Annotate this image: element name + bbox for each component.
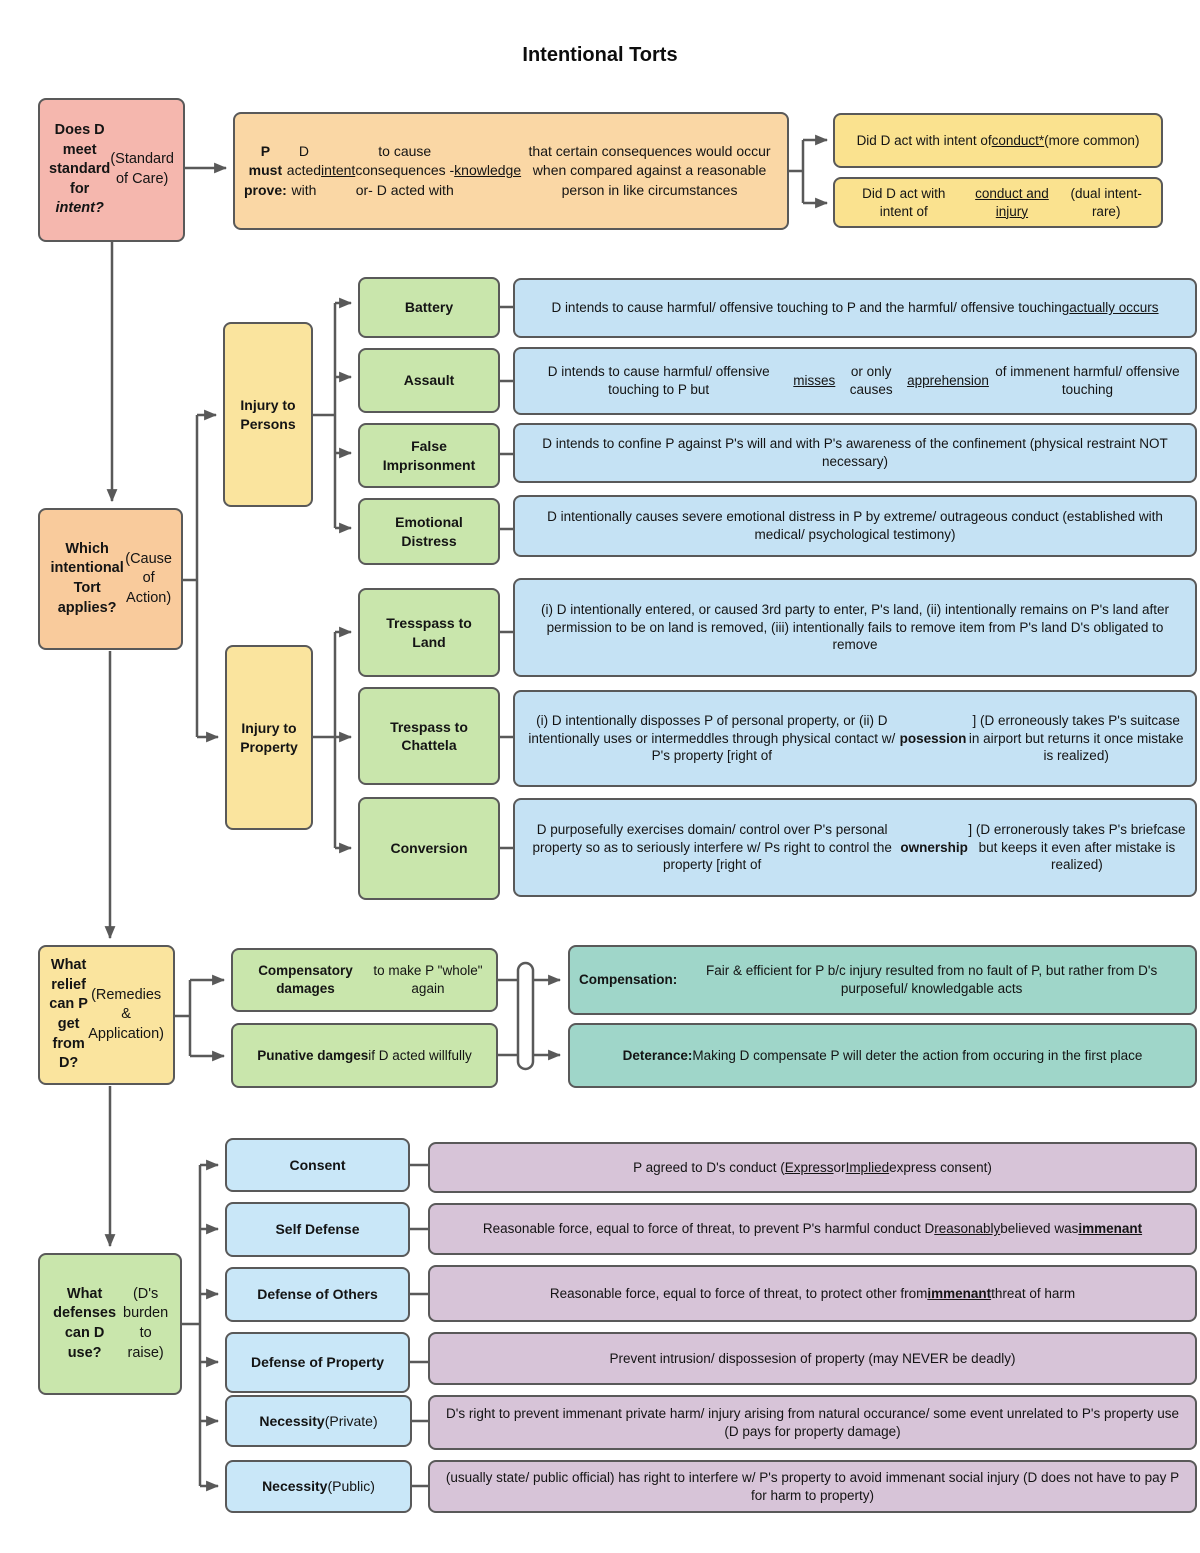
trespass-chattels-box: Trespass to Chattela xyxy=(358,687,500,785)
self-defense-rule-box: Reasonable force, equal to force of thre… xyxy=(428,1203,1197,1255)
conversion-definition-box: D purposefully exercises domain/ control… xyxy=(513,798,1197,897)
false-imprisonment-definition-box: D intends to confine P against P's will … xyxy=(513,423,1197,483)
battery-box: Battery xyxy=(358,277,500,338)
defense-property-rule-box: Prevent intrusion/ dispossesion of prope… xyxy=(428,1332,1197,1385)
assault-definition-box: D intends to cause harmful/ offensive to… xyxy=(513,347,1197,415)
necessity-private-box: Necessity (Private) xyxy=(225,1395,412,1447)
compensatory-damages-box: Compensatory damages to make P "whole" a… xyxy=(231,948,498,1012)
defense-property-box: Defense of Property xyxy=(225,1332,410,1393)
intent-dual-box: Did D act with intent of conduct and inj… xyxy=(833,177,1163,228)
consent-rule-box: P agreed to D's conduct (Express or Impl… xyxy=(428,1142,1197,1193)
trespass-chattels-definition-box: (i) D intentionally disposses P of perso… xyxy=(513,690,1197,787)
defenses-question-box: What defenses can D use? (D's burden to … xyxy=(38,1253,182,1395)
assault-box: Assault xyxy=(358,348,500,413)
emotional-distress-definition-box: D intentionally causes severe emotional … xyxy=(513,495,1197,557)
necessity-private-rule-box: D's right to prevent immenant private ha… xyxy=(428,1395,1197,1450)
conversion-box: Conversion xyxy=(358,797,500,900)
page-title: Intentional Torts xyxy=(522,44,678,66)
intent-conduct-box: Did D act with intent of conduct* (more … xyxy=(833,113,1163,168)
injury-property-box: Injury to Property xyxy=(225,645,313,830)
false-imprisonment-box: False Imprisonment xyxy=(358,423,500,488)
defense-others-box: Defense of Others xyxy=(225,1267,410,1322)
tort-question-box: Which intentional Tort applies? (Cause o… xyxy=(38,508,183,650)
defense-others-rule-box: Reasonable force, equal to force of thre… xyxy=(428,1265,1197,1322)
self-defense-box: Self Defense xyxy=(225,1202,410,1257)
battery-definition-box: D intends to cause harmful/ offensive to… xyxy=(513,278,1197,338)
punitive-damages-box: Punative damges if D acted willfully xyxy=(231,1023,498,1088)
compensation-rationale-box: Compensation: Fair & efficient for P b/c… xyxy=(568,945,1197,1015)
consent-box: Consent xyxy=(225,1138,410,1192)
trespass-land-box: Tresspass to Land xyxy=(358,588,500,677)
relief-question-box: What relief can P get from D? (Remedies … xyxy=(38,945,175,1085)
necessity-public-rule-box: (usually state/ public official) has rig… xyxy=(428,1460,1197,1513)
emotional-distress-box: Emotional Distress xyxy=(358,498,500,565)
injury-persons-box: Injury to Persons xyxy=(223,322,313,507)
deterrence-rationale-box: Deterance: Making D compensate P will de… xyxy=(568,1023,1197,1088)
intent-question-box: Does D meet standard for intent? (Standa… xyxy=(38,98,185,242)
trespass-land-definition-box: (i) D intentionally entered, or caused 3… xyxy=(513,578,1197,677)
intent-rule-box: P must prove: D acted with intent to cau… xyxy=(233,112,789,230)
necessity-public-box: Necessity (Public) xyxy=(225,1460,412,1513)
